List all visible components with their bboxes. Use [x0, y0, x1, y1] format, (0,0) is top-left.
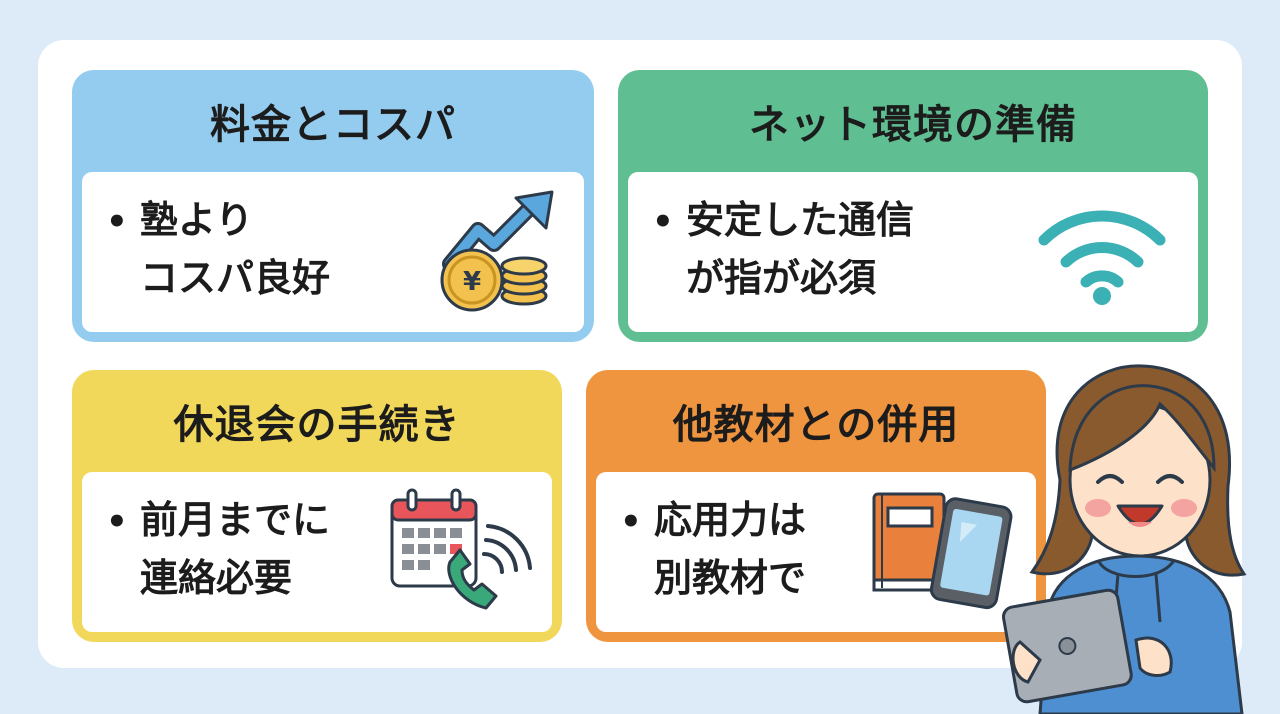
card-line: 応用力は [620, 492, 806, 550]
card-body: 安定した通信 が指が必須 [628, 172, 1198, 332]
yen-coins-growth-icon: ¥ [440, 190, 554, 312]
card-body: 前月までに 連絡必要 [82, 472, 552, 632]
wifi-icon [1038, 210, 1166, 305]
card-combine: 他教材との併用 応用力は 別教材で [586, 370, 1046, 642]
card-text: 前月までに 連絡必要 [106, 492, 330, 606]
book-tablet-icon [872, 492, 1013, 610]
card-text: 応用力は 別教材で [620, 492, 806, 606]
card-line: 安定した通信 [652, 192, 914, 250]
card-text: 安定した通信 が指が必須 [652, 192, 914, 306]
calendar-phone-icon [390, 488, 532, 610]
card-body: 応用力は 別教材で [596, 472, 1036, 632]
card-title: 料金とコスパ [210, 102, 456, 148]
card-leave: 休退会の手続き 前月までに 連絡必要 [72, 370, 562, 642]
card-body: 塾より コスパ良好 ¥ [82, 172, 584, 332]
card-line: 前月までに [106, 492, 330, 550]
card-line: 連絡必要 [140, 556, 293, 600]
card-title: ネット環境の準備 [749, 102, 1077, 148]
card-line: が指が必須 [686, 256, 877, 300]
card-network: ネット環境の準備 安定した通信 が指が必須 [618, 70, 1208, 342]
card-text: 塾より コスパ良好 [106, 192, 330, 306]
card-line: 塾より [106, 192, 330, 250]
smiling-girl-with-tablet-icon [1002, 364, 1247, 714]
card-line: 別教材で [654, 556, 807, 600]
coin-symbol: ¥ [463, 267, 481, 297]
card-title: 休退会の手続き [173, 402, 461, 448]
card-cost: 料金とコスパ 塾より コスパ良好 ¥ [72, 70, 594, 342]
card-line: コスパ良好 [140, 256, 331, 300]
card-title: 他教材との併用 [672, 402, 960, 448]
